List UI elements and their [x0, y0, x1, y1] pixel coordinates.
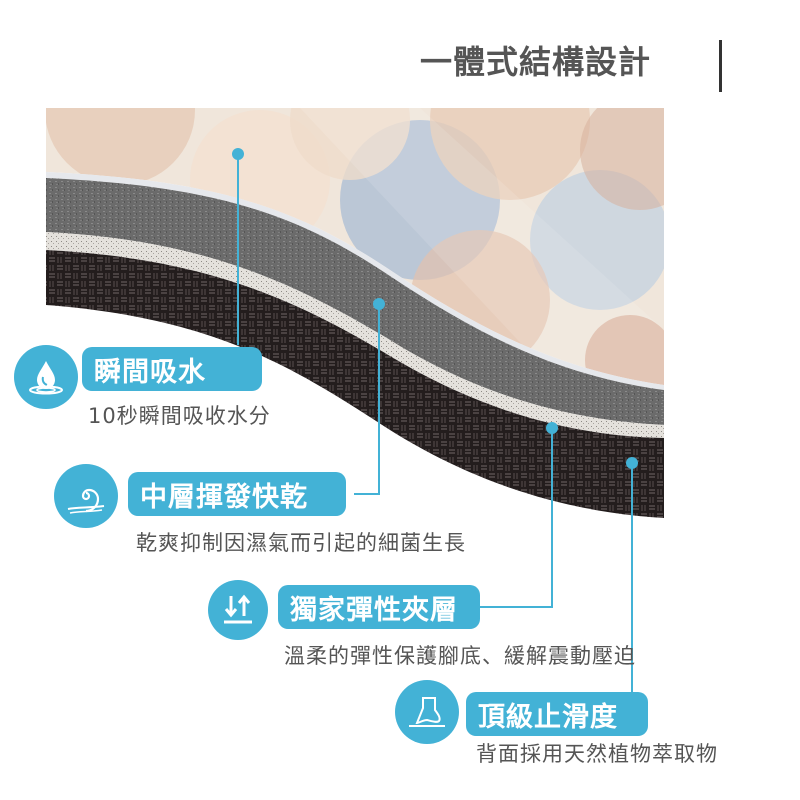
callout-desc-quick-dry: 乾爽抑制因濕氣而引起的細菌生長 [136, 531, 466, 555]
title-divider [719, 40, 722, 92]
callout-label-elastic-layer: 獨家彈性夾層 [278, 585, 480, 629]
callout-label-anti-slip: 頂級止滑度 [466, 692, 648, 736]
down-up-arrows-icon [208, 580, 268, 640]
callout-desc-elastic-layer: 溫柔的彈性保護腳底、緩解震動壓迫 [284, 644, 636, 668]
callout-desc-instant-absorb: 10秒瞬間吸收水分 [88, 404, 271, 428]
callout-label-quick-dry: 中層揮發快乾 [128, 472, 346, 516]
water-drop-icon [14, 345, 78, 409]
foot-icon [395, 680, 459, 744]
callout-desc-anti-slip: 背面採用天然植物萃取物 [476, 742, 718, 766]
callout-label-instant-absorb: 瞬間吸水 [82, 347, 262, 391]
page-title: 一體式結構設計 [420, 43, 652, 81]
spiral-wind-icon [54, 464, 118, 528]
